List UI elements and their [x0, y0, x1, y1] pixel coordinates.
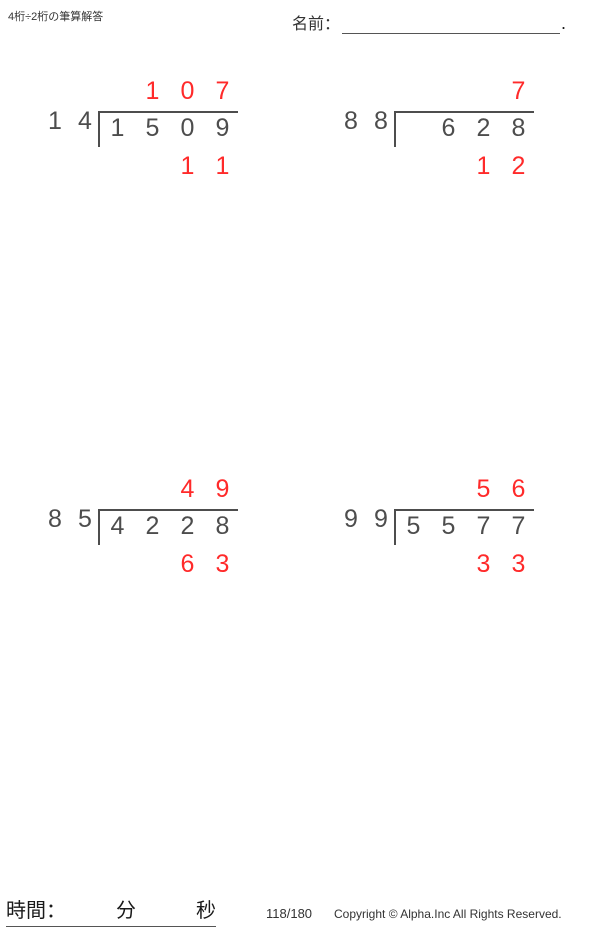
- remainder-digit: 3: [215, 550, 230, 578]
- divisor-digit: 9: [344, 505, 358, 533]
- quotient-row: 5 6: [396, 474, 536, 504]
- name-period: .: [561, 13, 567, 33]
- quotient-digit: [396, 474, 431, 504]
- page-number: 118/180: [266, 906, 313, 921]
- remainder-digit: [431, 549, 466, 579]
- dividend-digit: 8: [215, 512, 230, 540]
- remainder-digit: 2: [511, 152, 526, 180]
- remainder-digit: 3: [511, 550, 526, 578]
- quotient-digit: 7: [215, 77, 230, 105]
- divisor: 1 4: [26, 106, 94, 136]
- quotient-digit: [100, 474, 135, 504]
- dividend-digit: 7: [476, 512, 491, 540]
- dividend-digit: 2: [180, 512, 195, 540]
- remainder-digit: 1: [180, 152, 195, 180]
- problem-1: 1 4 1 0 7 1 5 0 9 1 1: [0, 60, 300, 180]
- divisor-digit: 8: [374, 107, 388, 135]
- dividend-digit: 8: [511, 114, 526, 142]
- divisor: 9 9: [322, 504, 390, 534]
- quotient-digit: 0: [180, 77, 195, 105]
- dividend-digit: 5: [441, 512, 456, 540]
- division-bracket: [394, 111, 534, 147]
- bracket-side-line: [394, 509, 396, 545]
- dividend-row: 4 2 2 8: [100, 511, 240, 541]
- dividend-digit: [396, 113, 431, 143]
- quotient-digit: [431, 474, 466, 504]
- problem-4: 9 9 5 6 5 5 7 7 3 3: [296, 458, 596, 578]
- quotient-row: 7: [396, 76, 536, 106]
- remainder-row: 1 1: [100, 151, 240, 181]
- remainder-row: 6 3: [100, 549, 240, 579]
- dividend-digit: 5: [145, 114, 160, 142]
- remainder-digit: 1: [215, 152, 230, 180]
- dividend-digit: 1: [110, 114, 125, 142]
- remainder-digit: [396, 549, 431, 579]
- division-bracket: [394, 509, 534, 545]
- quotient-digit: 9: [215, 475, 230, 503]
- quotient-digit: [100, 76, 135, 106]
- divisor: 8 8: [322, 106, 390, 136]
- dividend-digit: 9: [215, 114, 230, 142]
- remainder-row: 3 3: [396, 549, 536, 579]
- bracket-side-line: [98, 509, 100, 545]
- dividend-digit: 4: [110, 512, 125, 540]
- problems-area: 1 4 1 0 7 1 5 0 9 1 1 8 8: [0, 44, 600, 884]
- dividend-row: 5 5 7 7: [396, 511, 536, 541]
- divisor-digit: 8: [48, 505, 62, 533]
- remainder-digit: [100, 549, 135, 579]
- dividend-digit: 0: [180, 114, 195, 142]
- quotient-digit: [431, 76, 466, 106]
- dividend-digit: 7: [511, 512, 526, 540]
- remainder-digit: 1: [476, 152, 491, 180]
- divisor-digit: 5: [78, 505, 92, 533]
- bracket-side-line: [98, 111, 100, 147]
- bracket-side-line: [394, 111, 396, 147]
- division-bracket: [98, 111, 238, 147]
- divisor: 8 5: [26, 504, 94, 534]
- bracket-top-line: [98, 509, 238, 511]
- dividend-digit: 6: [441, 114, 456, 142]
- remainder-digit: [100, 151, 135, 181]
- quotient-row: 1 0 7: [100, 76, 240, 106]
- quotient-digit: 1: [145, 77, 160, 105]
- remainder-digit: [431, 151, 466, 181]
- dividend-digit: 5: [406, 512, 421, 540]
- remainder-digit: [135, 151, 170, 181]
- problem-3: 8 5 4 9 4 2 2 8 6 3: [0, 458, 300, 578]
- problem-2: 8 8 7 6 2 8 1 2: [296, 60, 596, 180]
- remainder-digit: 3: [476, 550, 491, 578]
- quotient-digit: 7: [511, 77, 526, 105]
- time-field[interactable]: 時間： 分 秒: [6, 898, 216, 927]
- division-bracket: [98, 509, 238, 545]
- quotient-row: 4 9: [100, 474, 240, 504]
- quotient-digit: 5: [476, 475, 491, 503]
- remainder-row: 1 2: [396, 151, 536, 181]
- copyright-notice: Copyright © Alpha.Inc All Rights Reserve…: [334, 907, 562, 921]
- bracket-top-line: [394, 111, 534, 113]
- remainder-digit: [135, 549, 170, 579]
- divisor-digit: 4: [78, 107, 92, 135]
- quotient-digit: 4: [180, 475, 195, 503]
- quotient-digit: [466, 76, 501, 106]
- worksheet-header: 4桁÷2桁の筆算解答 名前： .: [0, 0, 600, 44]
- dividend-row: 6 2 8: [396, 113, 536, 143]
- remainder-digit: 6: [180, 550, 195, 578]
- remainder-digit: [396, 151, 431, 181]
- dividend-digit: 2: [145, 512, 160, 540]
- dividend-row: 1 5 0 9: [100, 113, 240, 143]
- quotient-digit: [396, 76, 431, 106]
- bracket-top-line: [394, 509, 534, 511]
- dividend-digit: 2: [476, 114, 491, 142]
- name-field: 名前： .: [292, 4, 566, 34]
- bracket-top-line: [98, 111, 238, 113]
- divisor-digit: 8: [344, 107, 358, 135]
- worksheet-footer: 時間： 分 秒 118/180 Copyright © Alpha.Inc Al…: [0, 884, 600, 938]
- name-label: 名前：: [292, 16, 341, 33]
- page-title: 4桁÷2桁の筆算解答: [8, 11, 104, 23]
- divisor-digit: 1: [48, 107, 62, 135]
- quotient-digit: [135, 474, 170, 504]
- quotient-digit: 6: [511, 475, 526, 503]
- divisor-digit: 9: [374, 505, 388, 533]
- name-input[interactable]: [342, 11, 561, 34]
